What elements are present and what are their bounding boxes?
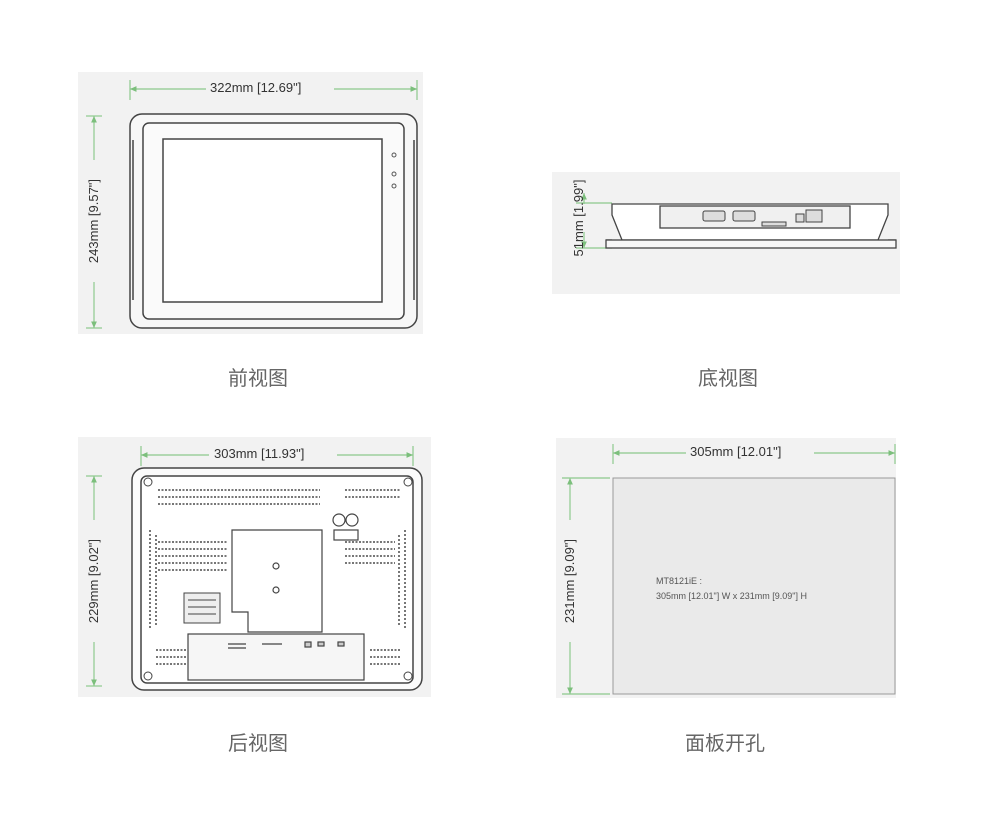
cutout-height-label: 231mm [9.09"]	[562, 538, 577, 624]
bottom-connector-ports	[702, 209, 823, 227]
front-panel-outline	[129, 113, 418, 329]
bottom-view-caption: 底视图	[698, 366, 758, 390]
rear-center-plate	[231, 529, 323, 633]
cutout-size-note: 305mm [12.01"] W x 231mm [9.09"] H	[656, 591, 807, 601]
cutout-view-caption: 面板开孔	[685, 731, 765, 755]
bottom-height-label: 51mm [1.99"]	[571, 179, 586, 257]
front-width-label: 322mm [12.69"]	[210, 80, 302, 95]
rear-height-label: 229mm [9.02"]	[86, 538, 101, 624]
rear-width-label: 303mm [11.93"]	[214, 446, 305, 461]
rear-connector-bay	[187, 633, 365, 681]
rear-height-dimension-line	[86, 475, 102, 687]
rear-mounting-screws	[143, 477, 413, 681]
cutout-height-dimension-line	[562, 477, 610, 695]
front-height-dimension-line	[86, 115, 102, 329]
front-indicator-leds	[391, 152, 397, 189]
rear-width-dimension-line	[140, 446, 414, 466]
cutout-rectangle	[612, 477, 896, 695]
front-view-caption: 前视图	[228, 366, 288, 390]
rear-view-caption: 后视图	[228, 731, 288, 755]
rear-side-grilles	[149, 530, 406, 630]
cutout-model-note: MT8121iE :	[656, 576, 703, 586]
front-height-label: 243mm [9.57"]	[86, 178, 101, 264]
rear-label-sticker	[183, 592, 221, 624]
front-width-dimension-line	[129, 80, 418, 100]
rear-ventilation-slots	[156, 489, 400, 665]
cutout-width-dimension-line	[612, 444, 896, 464]
rear-fan-vents	[332, 513, 359, 541]
cutout-width-label: 305mm [12.01"]	[690, 444, 782, 459]
